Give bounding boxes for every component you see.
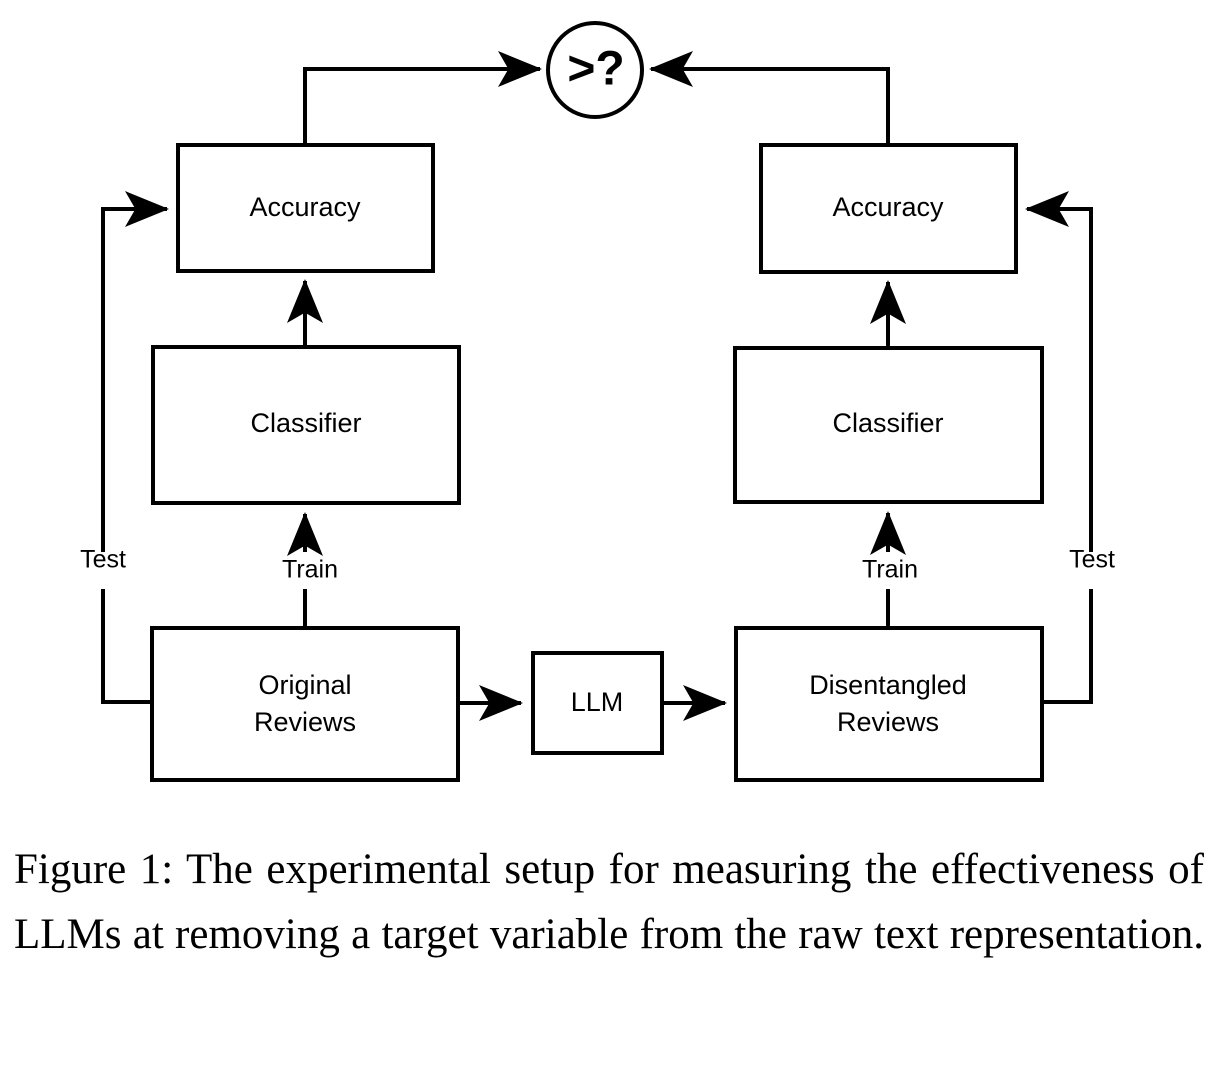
box-left-accuracy[interactable] bbox=[176, 143, 435, 273]
label-original-reviews-line1: Original bbox=[258, 670, 351, 700]
box-left-classifier[interactable] bbox=[151, 345, 461, 505]
label-compare-greater-question: >? bbox=[567, 43, 624, 96]
box-right-accuracy[interactable] bbox=[759, 143, 1018, 274]
box-original-reviews[interactable] bbox=[150, 626, 460, 782]
box-right-classifier[interactable] bbox=[733, 346, 1044, 504]
edge-right-accuracy-to-compare bbox=[649, 51, 890, 145]
edge-left-test-to-accuracy bbox=[101, 191, 169, 552]
edge-right-test-lower-segment bbox=[1042, 589, 1093, 704]
label-right-accuracy: Accuracy bbox=[832, 192, 944, 222]
label-left-accuracy: Accuracy bbox=[249, 192, 361, 222]
label-disentangled-reviews-line2: Reviews bbox=[837, 707, 939, 737]
label-disentangled-reviews-line1: Disentangled bbox=[809, 670, 967, 700]
label-original-reviews-line2: Reviews bbox=[254, 707, 356, 737]
label-left-test: Test bbox=[80, 546, 126, 574]
label-left-train: Train bbox=[282, 556, 338, 584]
label-llm: LLM bbox=[571, 687, 624, 717]
label-right-classifier: Classifier bbox=[832, 408, 943, 438]
label-right-test: Test bbox=[1069, 546, 1115, 574]
edge-left-accuracy-to-compare bbox=[303, 51, 542, 145]
box-llm[interactable] bbox=[531, 651, 664, 755]
experimental-setup-diagram: Accuracy Classifier Original Reviews Tra… bbox=[80, 21, 1115, 782]
edge-left-test-lower-segment bbox=[101, 589, 152, 704]
figure-caption: Figure 1: The experimental setup for mea… bbox=[14, 846, 1204, 958]
edge-right-test-to-accuracy bbox=[1025, 191, 1093, 552]
label-left-classifier: Classifier bbox=[250, 408, 361, 438]
box-disentangled-reviews[interactable] bbox=[734, 626, 1044, 782]
label-right-train: Train bbox=[862, 556, 918, 584]
compare-circle-node[interactable] bbox=[546, 21, 644, 119]
